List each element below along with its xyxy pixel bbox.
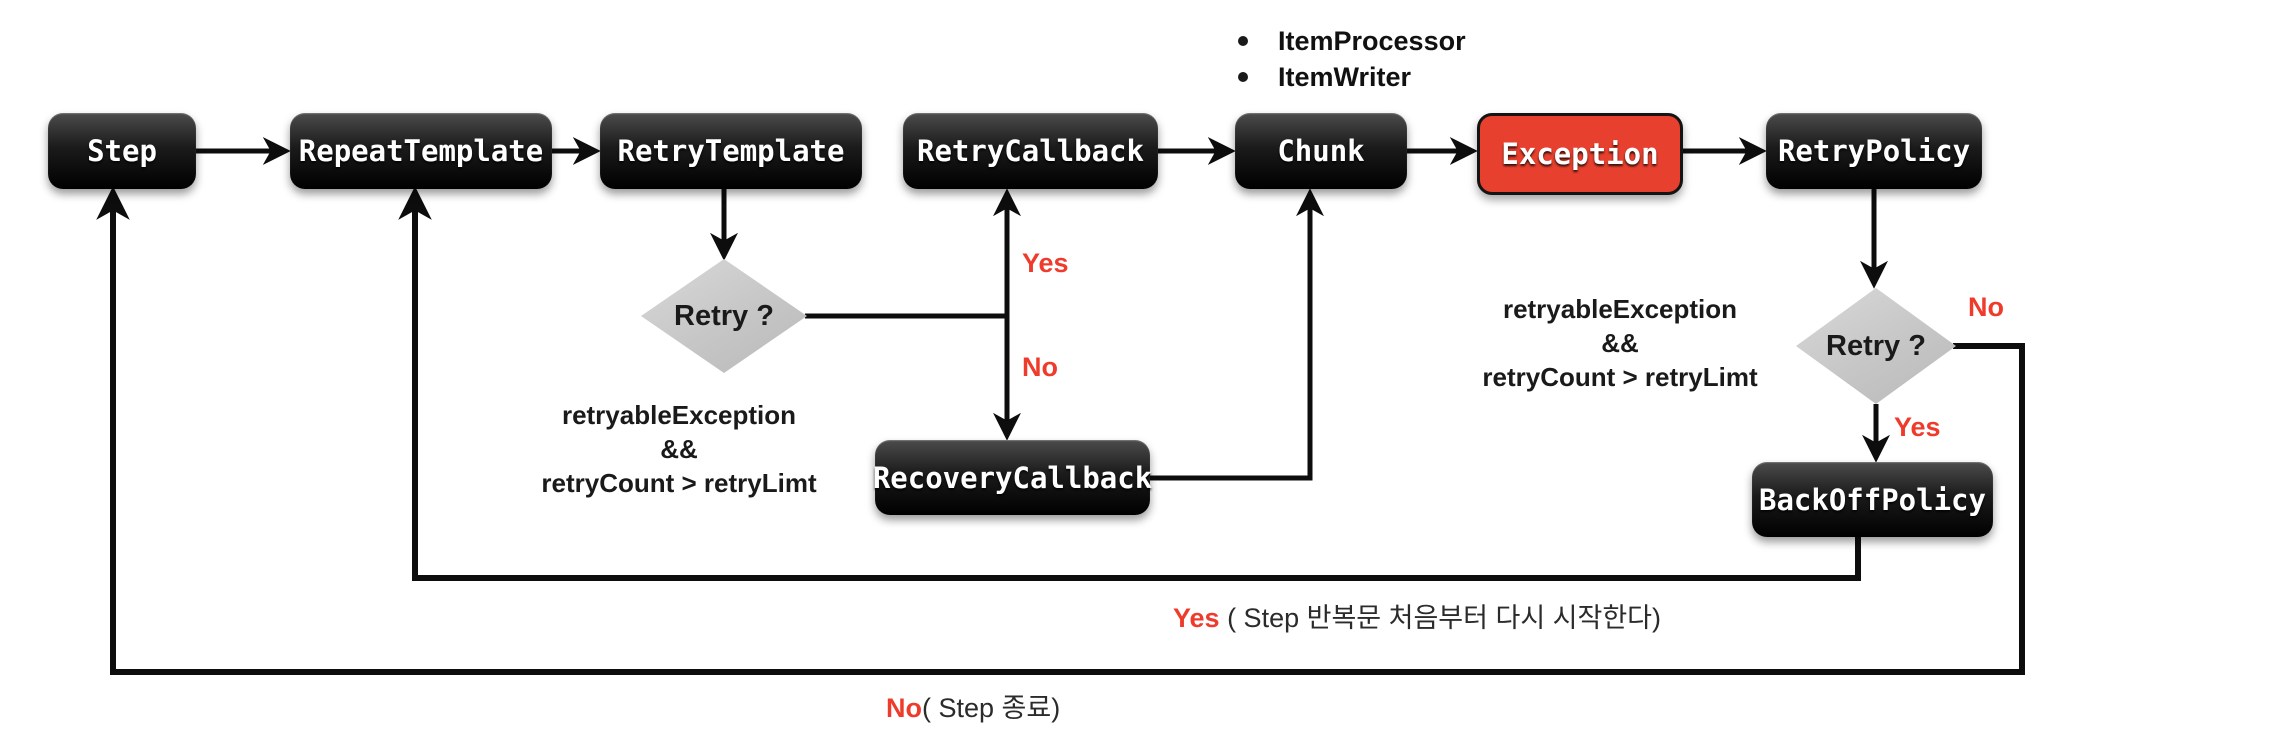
label-left-yes: Yes (1022, 248, 1069, 278)
edge-yes-loop-to-repeattemplate (398, 186, 1861, 581)
edge-no-loop-to-step (96, 186, 2025, 675)
label-left-no: No (1022, 352, 1058, 382)
node-retry-callback-label: RetryCallback (917, 134, 1144, 168)
bullet-icon (1238, 36, 1248, 46)
chunk-bullet-list: ItemProcessor ItemWriter (1238, 26, 1466, 98)
node-exception: Exception (1477, 113, 1683, 195)
node-chunk-label: Chunk (1277, 134, 1365, 168)
label-right-no: No (1968, 292, 2004, 322)
loop-label-no-prefix: No (886, 693, 922, 723)
node-chunk: Chunk (1235, 113, 1407, 189)
bullet-icon (1238, 72, 1248, 82)
node-repeat-template: RepeatTemplate (290, 113, 552, 189)
node-recovery-callback: RecoveryCallback (872, 440, 1153, 515)
condition-right-line1: retryableException (1502, 294, 1738, 324)
loop-label-yes-text: ( Step 반복문 처음부터 다시 시작한다) (1219, 603, 1662, 633)
node-exception-label: Exception (1501, 137, 1659, 171)
node-backoff-policy: BackOffPolicy (1752, 462, 1993, 537)
bullet-item-writer: ItemWriter (1278, 62, 1412, 92)
node-backoff-policy-label: BackOffPolicy (1759, 482, 1986, 517)
node-retry-policy: RetryPolicy (1766, 113, 1982, 189)
node-repeat-template-label: RepeatTemplate (298, 134, 544, 168)
edge-recoverycallback-to-chunk (1150, 188, 1324, 481)
loop-label-no-text: ( Step 종료) (922, 693, 1061, 723)
node-step-label: Step (87, 134, 157, 168)
node-retry-template-label: RetryTemplate (617, 134, 845, 168)
loop-label-yes: Yes ( Step 반복문 처음부터 다시 시작한다) (1173, 596, 1661, 635)
condition-left: retryableException && retryCount > retry… (541, 398, 816, 500)
node-retry-policy-label: RetryPolicy (1777, 134, 1971, 168)
node-retry-template: RetryTemplate (600, 113, 862, 189)
bullet-item-processor: ItemProcessor (1278, 26, 1466, 56)
decision-retry-right-label: Retry ? (1826, 329, 1926, 362)
label-right-yes: Yes (1894, 412, 1941, 442)
condition-right: retryableException && retryCount > retry… (1482, 292, 1757, 394)
condition-right-line3: retryCount > retryLimt (1482, 362, 1758, 392)
node-retry-callback: RetryCallback (903, 113, 1158, 189)
list-item: ItemProcessor (1238, 26, 1466, 56)
list-item: ItemWriter (1238, 62, 1466, 92)
condition-left-line2: && (660, 434, 698, 464)
loop-label-no: No( Step 종료) (886, 686, 1060, 725)
loop-label-yes-prefix: Yes (1173, 603, 1220, 633)
decision-retry-left-label: Retry ? (674, 299, 774, 332)
node-step: Step (48, 113, 196, 189)
condition-right-line2: && (1601, 328, 1639, 358)
condition-left-line1: retryableException (561, 400, 797, 430)
condition-left-line3: retryCount > retryLimt (541, 468, 817, 498)
node-recovery-callback-label: RecoveryCallback (872, 460, 1153, 495)
